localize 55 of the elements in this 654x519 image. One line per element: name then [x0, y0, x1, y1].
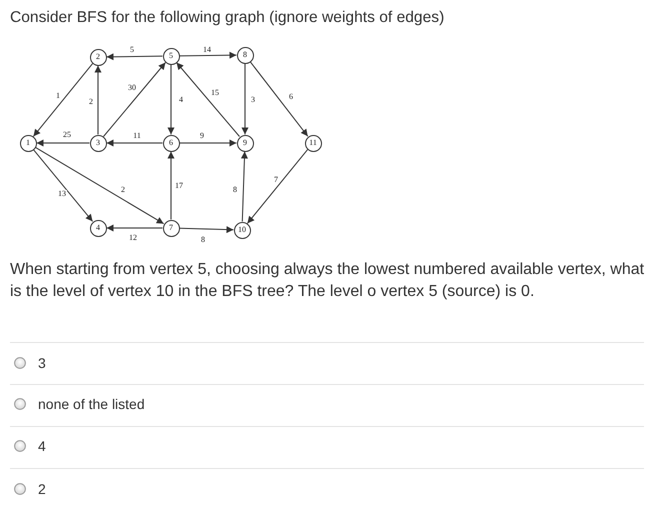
arrow	[106, 140, 163, 146]
vertex-circle: 7	[162, 220, 180, 236]
option-label: 4	[38, 437, 46, 455]
edge-label: 1	[55, 92, 61, 100]
edge-label: 17	[174, 182, 184, 190]
arrow	[32, 149, 94, 222]
edge-label: 9	[199, 132, 205, 140]
arrow	[103, 62, 166, 137]
option-label: 3	[38, 354, 46, 372]
edge-label: 13	[57, 190, 67, 198]
option-label: none of the listed	[38, 395, 145, 413]
edge-label: 8	[200, 236, 206, 244]
vertex-circle: 3	[90, 134, 106, 152]
edge-label: 15	[210, 89, 220, 97]
vertex-circle: 1	[20, 134, 36, 152]
edge-label: 4	[178, 96, 184, 104]
edge-label: 25	[62, 131, 72, 139]
arrow	[168, 151, 174, 220]
edge-label: 5	[129, 46, 135, 54]
vertex-circle: 8	[236, 46, 254, 64]
edge-label: 14	[202, 46, 212, 54]
arrow	[242, 63, 248, 135]
arrow	[179, 52, 237, 59]
arrow	[106, 53, 163, 60]
edge-label: 6	[288, 93, 294, 101]
vertex-circle: 6	[162, 134, 180, 152]
arrow	[176, 62, 240, 137]
arrow	[106, 224, 163, 232]
arrow	[94, 65, 102, 135]
vertex-circle: 4	[90, 220, 106, 236]
vertex-circle: 2	[90, 48, 106, 66]
edge-label: 11	[132, 132, 142, 140]
arrow	[250, 61, 308, 137]
arrow	[34, 146, 164, 224]
edge-label: 8	[232, 186, 238, 194]
edge-label: 7	[273, 176, 279, 184]
edge-label: 30	[127, 84, 137, 92]
edge-label: 2	[120, 186, 126, 194]
question-text: When starting from vertex 5, choosing always the lowest numbered available vertex, what is the level of vertex 10 in the BFS tree? The level o vertex 5 (source) is 0.	[10, 260, 646, 302]
vertex-circle: 11	[304, 134, 322, 152]
arrow	[36, 140, 90, 146]
arrow	[32, 63, 94, 137]
title: Consider BFS for the following graph (ignore weights of edges)	[10, 8, 444, 28]
edge-label: 2	[88, 98, 94, 106]
edge-label: 12	[128, 234, 138, 242]
arrow	[246, 149, 308, 224]
arrow	[179, 140, 237, 146]
edge-label: 3	[250, 96, 256, 104]
option-label: 2	[38, 480, 46, 498]
arrow	[179, 226, 234, 234]
arrow	[168, 64, 174, 135]
arrow	[240, 151, 248, 222]
vertex-circle: 9	[236, 134, 254, 152]
vertex-circle: 10	[234, 222, 250, 238]
vertex-circle: 5	[162, 48, 180, 64]
